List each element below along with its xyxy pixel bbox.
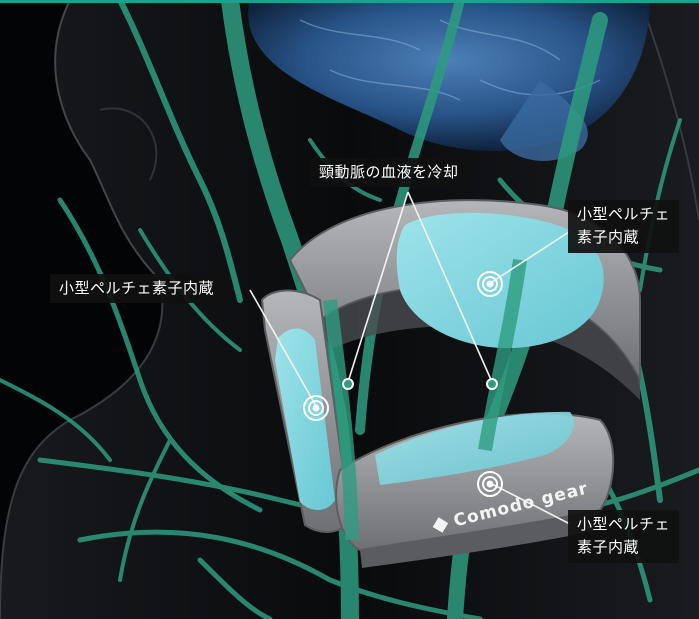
right-bottom-peltier-line-1: 小型ペルチェ (577, 513, 670, 536)
carotid-left-marker-icon (343, 379, 353, 389)
right-top-peltier-line-2: 素子内蔵 (577, 226, 670, 249)
right-top-peltier-line-1: 小型ペルチェ (577, 203, 670, 226)
right-bottom-peltier-callout: 小型ペルチェ 素子内蔵 (568, 510, 679, 563)
right-bottom-peltier-line-2: 素子内蔵 (577, 536, 670, 559)
left-peltier-callout: 小型ペルチェ素子内蔵 (50, 274, 223, 303)
accent-top-bar (0, 0, 699, 3)
carotid-right-marker-icon (487, 379, 497, 389)
carotid-cooling-callout: 頸動脈の血液を冷却 (310, 158, 468, 187)
right-top-peltier-callout: 小型ペルチェ 素子内蔵 (568, 200, 679, 253)
